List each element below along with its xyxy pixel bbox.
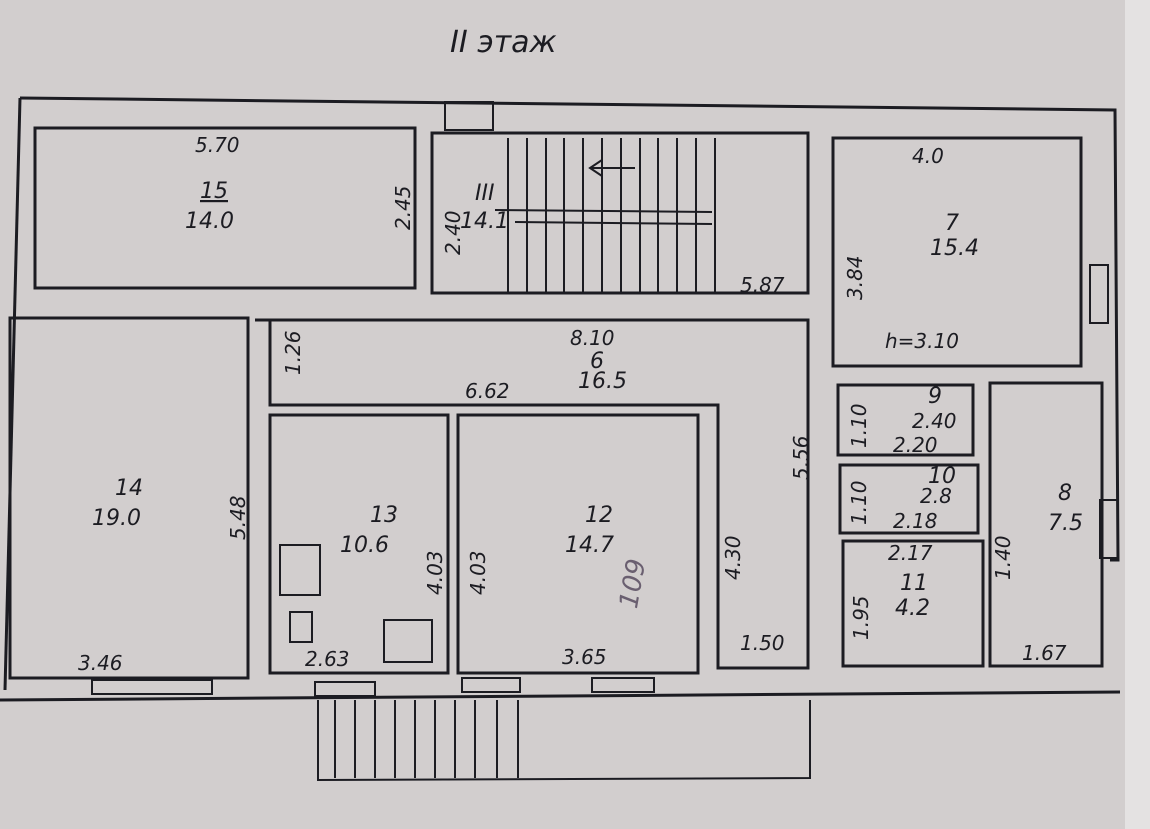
room-number: 7: [945, 211, 959, 236]
dim: 1.26: [281, 330, 305, 375]
dim: 6.62: [465, 379, 510, 403]
stairwell-III: III 14.1 2.40 5.87: [430, 101, 810, 297]
room-number: 14: [115, 476, 143, 501]
dim: 2.18: [893, 509, 938, 533]
dim: 4.0: [912, 144, 944, 168]
room-7: 4.0 7 15.4 3.84 h=3.10: [831, 136, 1083, 368]
room-area: 14.1: [460, 209, 509, 234]
floor-title: II этаж: [450, 25, 557, 60]
dim: 3.84: [843, 255, 867, 300]
room-13: 13 10.6 4.03 2.63: [268, 413, 450, 697]
dim: 5.56: [789, 435, 813, 480]
room-area: 14.7: [565, 533, 614, 558]
stove-icon: [279, 544, 321, 596]
dim: 3.65: [562, 645, 607, 669]
room-area: 2.40: [912, 409, 957, 433]
dim: 5.70: [195, 133, 240, 157]
room-area: 10.6: [340, 533, 389, 558]
dim: 8.10: [570, 326, 615, 350]
dim: 4.30: [721, 535, 745, 580]
ceiling-height: h=3.10: [885, 329, 959, 353]
room-area: 19.0: [92, 506, 141, 531]
page-edge: [1125, 0, 1150, 829]
dim: 4.03: [466, 550, 490, 595]
room-area: 7.5: [1048, 511, 1083, 536]
dim: 2.17: [888, 541, 933, 565]
room-number: 13: [370, 503, 398, 528]
dim: 1.67: [1022, 641, 1067, 665]
room-14: 14 19.0 5.48 3.46: [8, 316, 250, 695]
dim: 1.95: [849, 595, 873, 640]
room-area: 4.2: [895, 596, 930, 621]
dim: 1.10: [847, 480, 871, 525]
dim: 2.40: [441, 210, 465, 255]
dim: 2.45: [391, 185, 415, 230]
room-6: 8.10 6 16.5 6.62 1.26 5.56 4.30 1.50: [255, 318, 813, 670]
dim: 1.50: [740, 631, 785, 655]
room-number: 12: [585, 503, 613, 528]
room-9: 9 2.40 2.20 1.10: [836, 383, 975, 457]
room-number: 9: [928, 384, 942, 409]
dim: 5.48: [226, 495, 250, 540]
room-10: 10 2.8 2.18 1.10: [838, 463, 980, 535]
room-area: 16.5: [578, 369, 627, 394]
room-number: III: [475, 181, 494, 206]
room-number: 11: [900, 571, 928, 596]
room-area: 14.0: [185, 209, 234, 234]
dim: 4.03: [423, 550, 447, 595]
dim: 5.87: [740, 273, 785, 297]
room-number: 15: [200, 179, 228, 204]
room-15: 5.70 15 14.0 2.45: [33, 126, 417, 290]
outer-walls: [0, 96, 1121, 782]
dim: 3.46: [78, 651, 123, 675]
dim: 2.63: [305, 647, 350, 671]
room-number: 6: [590, 349, 604, 374]
room-area: 15.4: [930, 236, 979, 261]
room-number: 8: [1058, 481, 1072, 506]
dim: 1.10: [847, 403, 871, 448]
exterior-stairs: [334, 700, 519, 778]
room-number: 10: [928, 464, 956, 489]
room-11: 2.17 11 4.2 1.95: [841, 539, 985, 668]
room-8: 8 7.5 1.40 1.67: [988, 264, 1119, 668]
dim: 2.20: [893, 433, 938, 457]
room-area: 2.8: [920, 484, 952, 508]
dim: 1.40: [991, 535, 1015, 580]
